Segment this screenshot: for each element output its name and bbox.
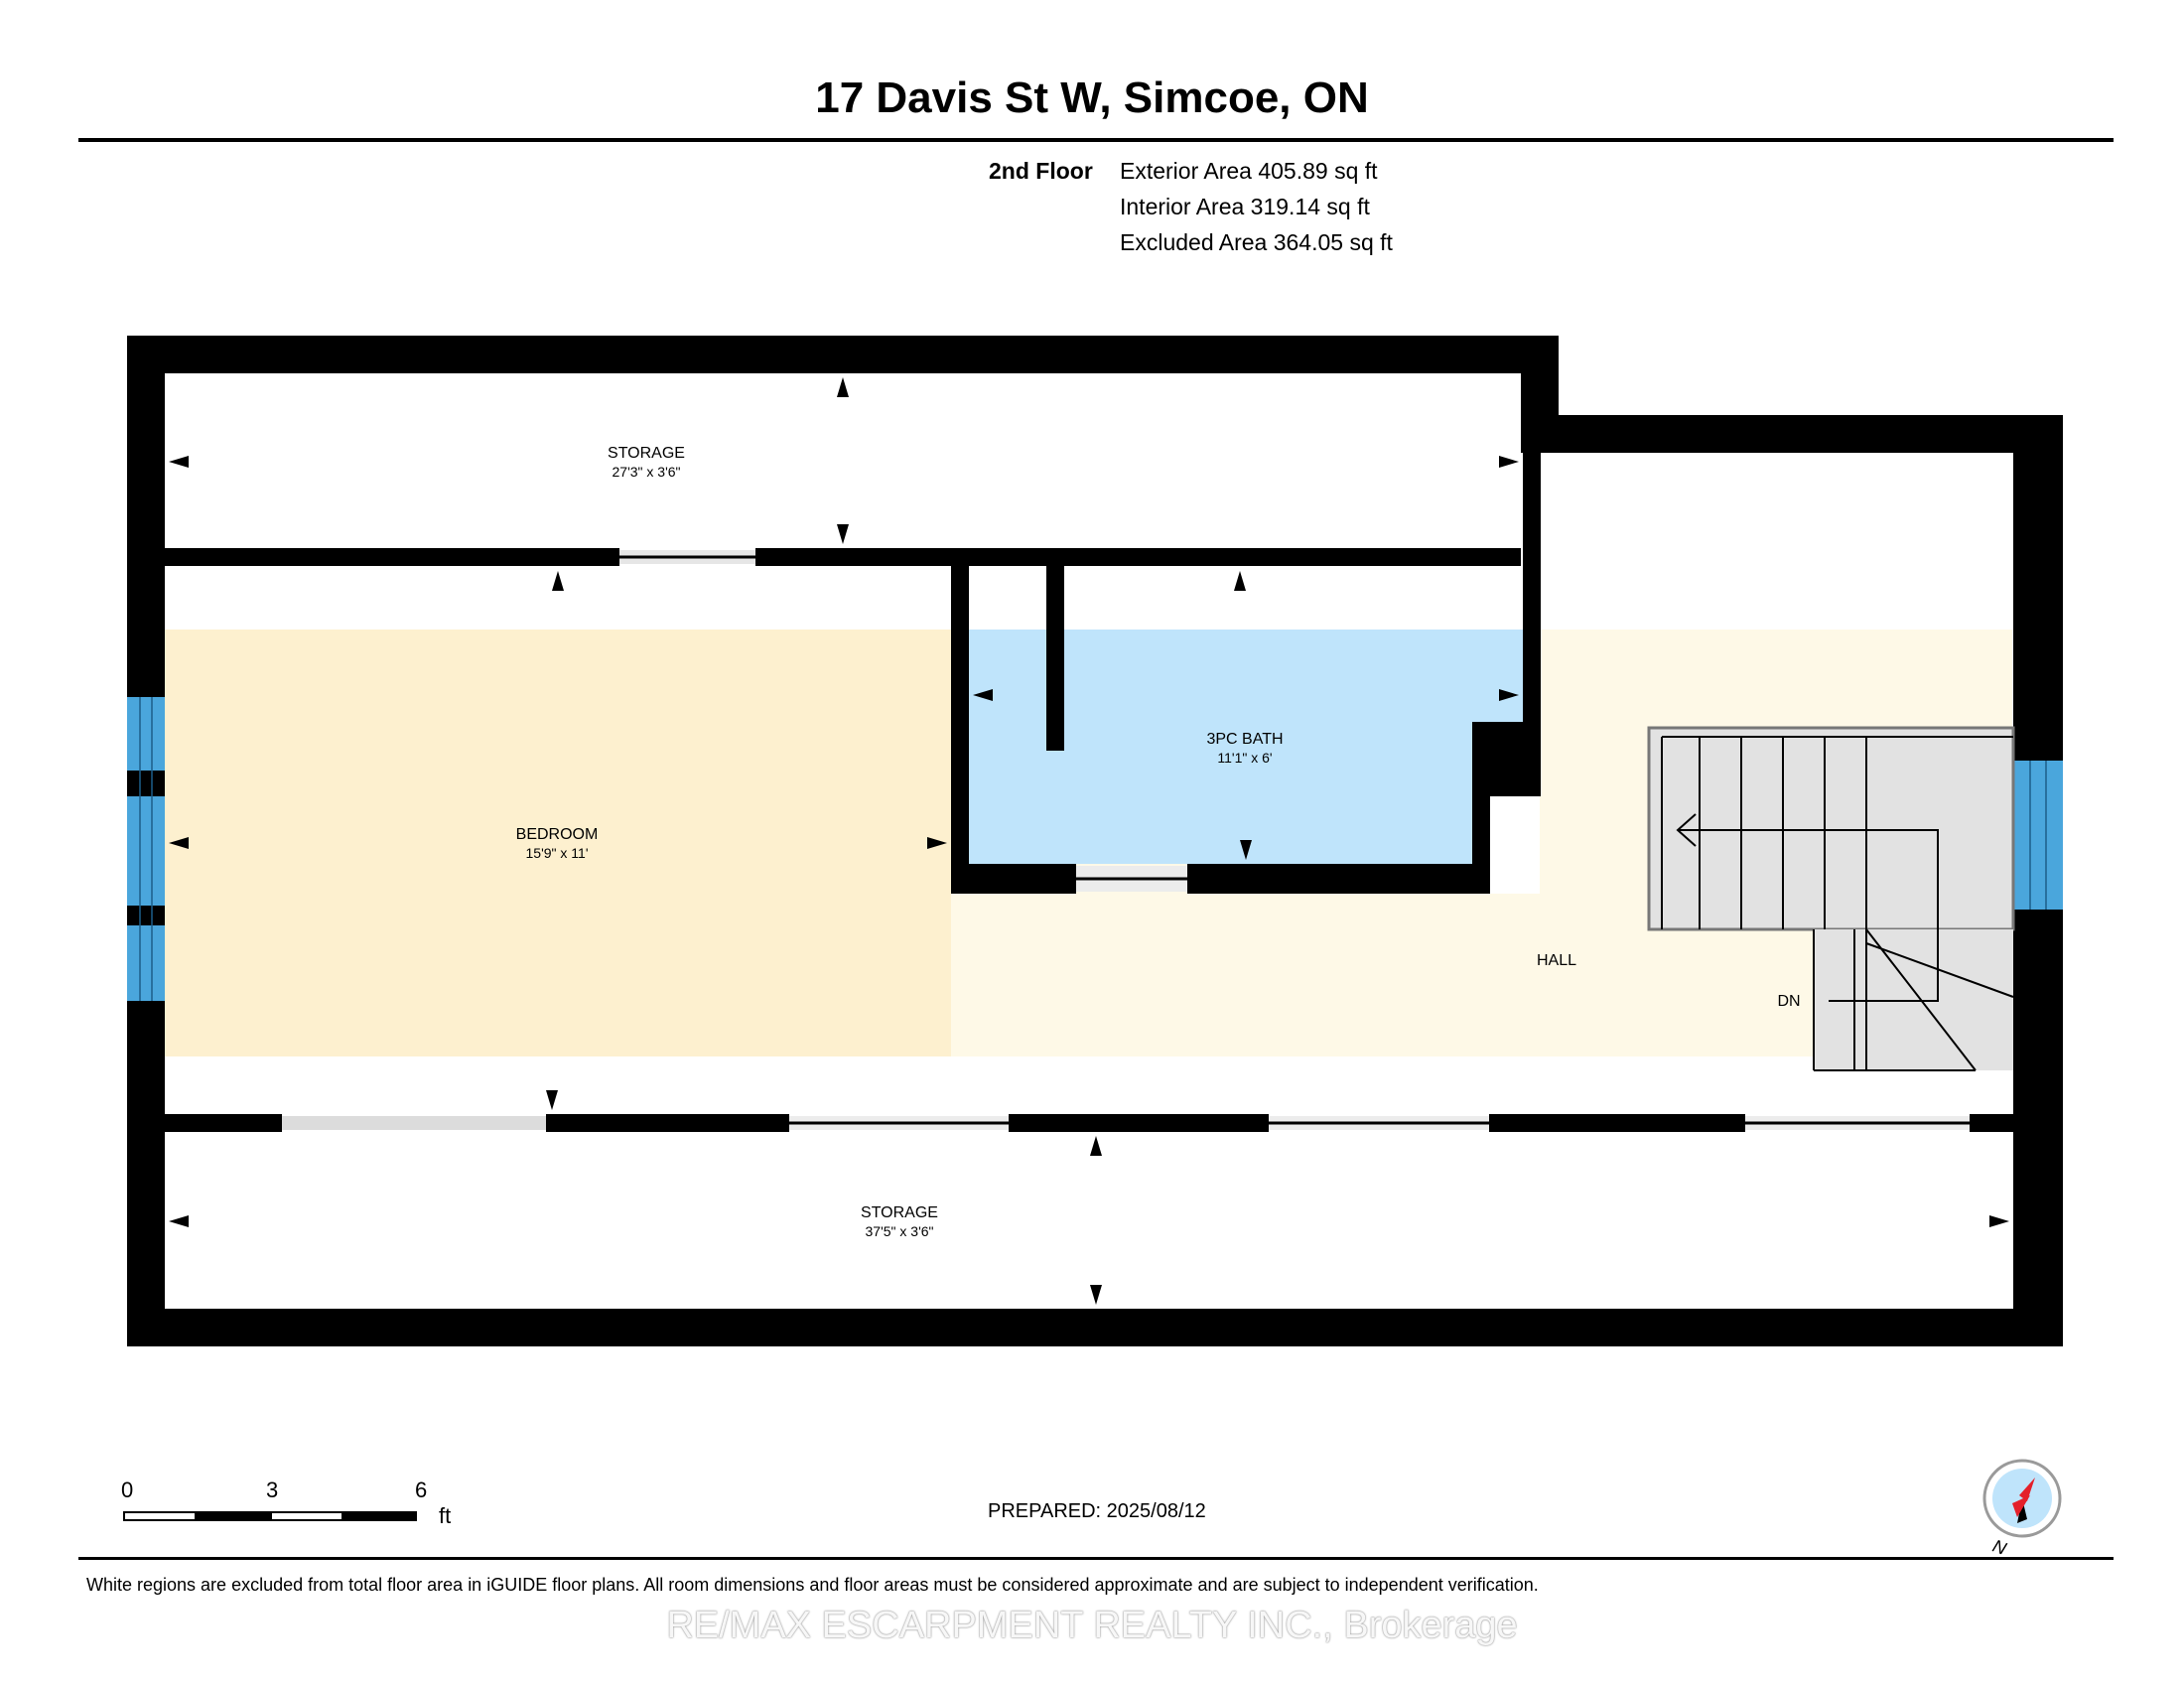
excluded-area: Excluded Area 364.05 sq ft: [1120, 229, 1393, 255]
bath-dims: 11'1" x 6': [1217, 750, 1272, 766]
scale-segment: [270, 1511, 343, 1521]
dimension-arrows: [169, 377, 2009, 1305]
scale-tick-6: 6: [415, 1477, 428, 1502]
scale-tick-3: 3: [266, 1477, 279, 1502]
footer-rule: [78, 1557, 2114, 1560]
compass-icon: N: [1982, 1459, 2062, 1555]
interior-walls: [165, 437, 2013, 1132]
footnote: White regions are excluded from total fl…: [86, 1575, 1539, 1595]
exterior-area: Exterior Area 405.89 sq ft: [1120, 158, 1378, 184]
storage-bottom-label: STORAGE: [861, 1204, 938, 1221]
floor-label: 2nd Floor: [989, 158, 1093, 184]
bedroom-label: BEDROOM: [516, 826, 599, 843]
storage-top-label: STORAGE: [608, 445, 685, 462]
scale-tick-0: 0: [121, 1477, 134, 1502]
stairs: [1647, 726, 2015, 1071]
scale-unit: ft: [439, 1503, 452, 1528]
door-openings: [282, 550, 1970, 1130]
storage-top-dims: 27'3" x 3'6": [613, 464, 681, 480]
scale-bar: 0 3 6 ft: [121, 1477, 452, 1537]
bedroom-fill: [165, 630, 951, 1056]
scale-segment: [343, 1511, 417, 1521]
storage-bottom-dims: 37'5" x 3'6": [866, 1223, 934, 1239]
scale-segment: [197, 1511, 270, 1521]
hall-label: HALL: [1537, 952, 1576, 969]
header-rule: [78, 138, 2114, 142]
scale-segment: [123, 1511, 197, 1521]
area-summary: Exterior Area 405.89 sq ft Interior Area…: [1120, 153, 1393, 260]
page-title: 17 Davis St W, Simcoe, ON: [815, 73, 1369, 122]
compass-north-label: N: [1990, 1536, 2010, 1555]
windows: [127, 697, 2063, 1001]
exterior-walls: [127, 336, 2063, 1346]
bath-fill: [969, 630, 1523, 864]
stairs-dn-label: DN: [1777, 993, 1800, 1010]
bedroom-dims: 15'9" x 11': [526, 845, 589, 861]
bath-label: 3PC BATH: [1206, 731, 1283, 748]
prepared-date: PREPARED: 2025/08/12: [988, 1500, 1206, 1522]
interior-area: Interior Area 319.14 sq ft: [1120, 194, 1370, 219]
brokerage-watermark: RE/MAX ESCARPMENT REALTY INC., Brokerage: [666, 1605, 1518, 1646]
